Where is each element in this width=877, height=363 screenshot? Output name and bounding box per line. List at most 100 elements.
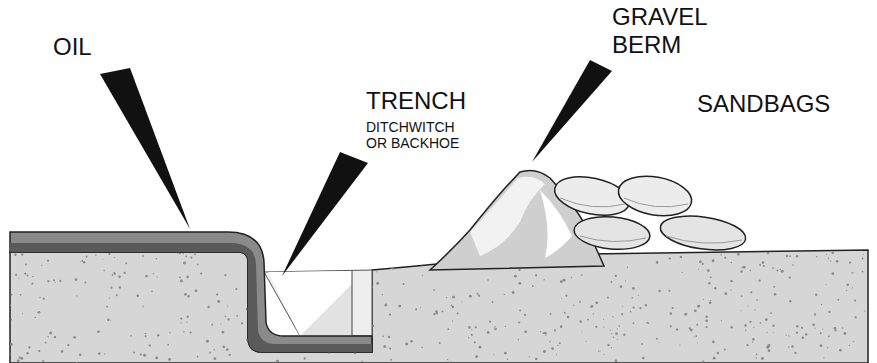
speckle (224, 274, 226, 276)
speckle (780, 269, 781, 270)
speckle (415, 308, 417, 310)
speckle (75, 278, 78, 281)
speckle (621, 313, 623, 315)
speckle (668, 290, 670, 292)
speckle (770, 312, 772, 314)
speckle (796, 255, 799, 258)
sandbag (615, 171, 694, 221)
speckle (504, 352, 507, 355)
speckle (447, 359, 448, 360)
speckle (383, 263, 386, 266)
speckle (744, 324, 746, 326)
speckle (831, 252, 834, 255)
speckle (800, 250, 801, 251)
speckle (11, 294, 13, 296)
speckle (694, 309, 697, 312)
speckle (781, 270, 784, 273)
speckle (157, 276, 158, 277)
speckle (410, 340, 412, 342)
speckle (714, 287, 716, 289)
speckle (632, 306, 634, 308)
speckle (836, 260, 839, 263)
speckle (831, 272, 834, 275)
speckle (144, 335, 146, 337)
speckle (133, 352, 135, 354)
speckle (754, 309, 755, 310)
speckle (853, 341, 854, 342)
speckle (103, 270, 104, 271)
speckle (712, 259, 715, 262)
speckle (863, 254, 864, 255)
speckle (702, 263, 704, 265)
speckle (76, 295, 77, 296)
speckle (581, 331, 582, 332)
speckle (724, 257, 726, 259)
speckle (106, 306, 108, 308)
speckle (774, 293, 777, 296)
speckle (586, 341, 587, 342)
speckle (10, 343, 13, 346)
speckle (220, 323, 221, 324)
speckle (200, 273, 202, 275)
speckle (461, 301, 462, 302)
speckle (825, 284, 826, 285)
speckle (646, 322, 648, 324)
speckle (475, 326, 477, 328)
speckle (791, 345, 793, 347)
speckle (49, 331, 52, 334)
speckle (680, 256, 682, 258)
speckle (433, 313, 435, 315)
speckle (697, 342, 698, 343)
speckle (97, 330, 100, 333)
speckle (211, 324, 213, 326)
speckle (658, 342, 659, 343)
speckle (560, 325, 563, 328)
speckle (749, 321, 751, 323)
speckle (207, 306, 209, 308)
speckle (382, 294, 383, 295)
speckle (437, 254, 439, 256)
speckle (542, 332, 544, 334)
speckle (828, 336, 830, 338)
speckle (745, 329, 747, 331)
sandbag (573, 214, 651, 253)
speckle (409, 249, 410, 250)
speckle (439, 342, 441, 344)
speckle (519, 310, 521, 312)
speckle (705, 316, 708, 319)
speckle (849, 345, 850, 346)
speckle (507, 359, 509, 361)
speckle (543, 279, 545, 281)
oil-layer-dark (10, 243, 372, 352)
speckle (519, 282, 522, 285)
speckle (227, 318, 229, 320)
speckle (155, 357, 158, 360)
speckle (762, 262, 764, 264)
speckle (679, 344, 680, 345)
speckle (449, 361, 451, 363)
speckle (828, 258, 829, 259)
speckle (468, 337, 469, 338)
speckle (802, 337, 805, 340)
part-label: TRENCH (366, 87, 466, 115)
speckle (194, 253, 196, 255)
speckle (844, 332, 847, 335)
speckle (758, 279, 760, 281)
speckle (118, 275, 121, 278)
speckle (384, 304, 387, 307)
speckle (820, 344, 823, 347)
oil-layer (10, 232, 372, 352)
speckle (786, 255, 788, 257)
speckle (590, 306, 592, 308)
speckle (487, 279, 489, 281)
speckle (179, 276, 181, 278)
speckle (514, 275, 517, 278)
speckle (627, 267, 628, 268)
speckle (759, 264, 761, 266)
speckle (433, 289, 435, 291)
speckle (705, 326, 707, 328)
speckle (157, 334, 160, 337)
speckle (85, 282, 87, 284)
speckle (669, 312, 672, 315)
